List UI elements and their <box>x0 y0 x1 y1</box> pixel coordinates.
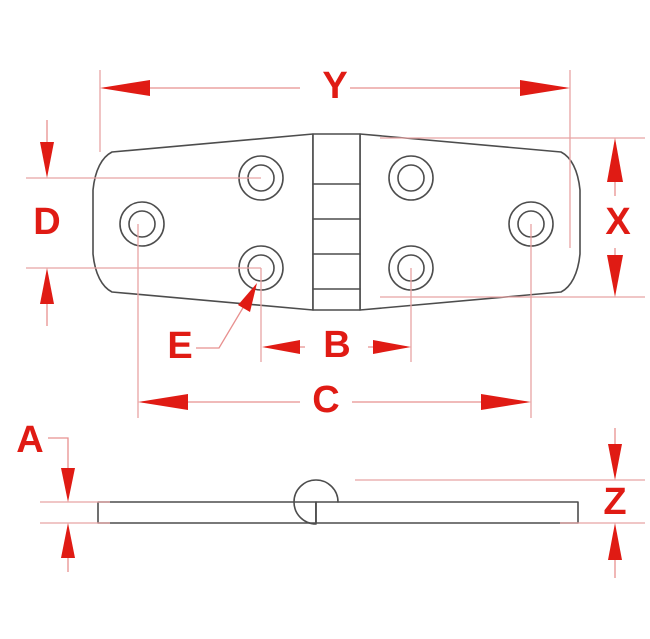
dimension-x: X <box>605 138 631 297</box>
dim-c-arrow-left <box>138 394 188 410</box>
fastener-holes <box>119 155 554 291</box>
dim-b-arrow-left <box>262 340 300 354</box>
leader-a-line <box>48 437 69 470</box>
dimension-b: B <box>262 324 411 366</box>
dim-z-arrow-bottom <box>608 523 622 560</box>
dimension-y: Y <box>100 65 570 107</box>
extension-lines <box>26 70 645 524</box>
hole-left-mid-inner <box>128 210 156 238</box>
side-view-right-leaf <box>315 501 579 524</box>
dimension-c: C <box>138 379 531 421</box>
dim-a-arrow-top <box>61 468 75 502</box>
dimension-a: A <box>16 419 75 572</box>
dim-d-arrow-top <box>40 142 54 178</box>
dim-label-b: B <box>323 324 350 366</box>
dim-y-arrow-right <box>520 80 570 96</box>
hole-left-mid-outer <box>119 201 165 247</box>
dimension-e: E <box>167 283 257 367</box>
side-view-group <box>97 479 579 525</box>
hinge-knuckle-body <box>312 133 361 311</box>
leader-e-arrowhead <box>238 283 257 312</box>
dim-x-arrow-bottom <box>607 255 623 297</box>
dim-z-arrow-top <box>608 444 622 480</box>
dim-label-y: Y <box>322 65 347 107</box>
dimension-z: Z <box>603 428 627 578</box>
dim-x-arrow-top <box>607 138 623 182</box>
dim-label-z: Z <box>603 481 626 523</box>
dimension-d: D <box>33 120 61 326</box>
dim-label-d: D <box>33 201 60 243</box>
dim-label-e: E <box>167 325 192 367</box>
hinge-left-leaf-outline <box>92 133 314 311</box>
hinge-right-leaf-outline <box>359 133 581 311</box>
dim-a-arrow-bottom <box>61 523 75 558</box>
side-view-barrel-knuckle <box>293 479 339 525</box>
dim-label-x: X <box>605 201 631 243</box>
dim-c-arrow-right <box>481 394 531 410</box>
leader-e-line <box>196 295 251 349</box>
dim-b-arrow-right <box>373 340 411 354</box>
hole-right-upper-inner <box>397 164 425 192</box>
dim-label-a: A <box>16 419 43 461</box>
side-view-left-leaf <box>97 501 317 524</box>
hole-right-upper-outer <box>388 155 434 201</box>
dim-label-c: C <box>312 379 339 421</box>
dim-y-arrow-left <box>100 80 150 96</box>
top-view-group <box>92 133 581 311</box>
dim-d-arrow-bottom <box>40 268 54 304</box>
